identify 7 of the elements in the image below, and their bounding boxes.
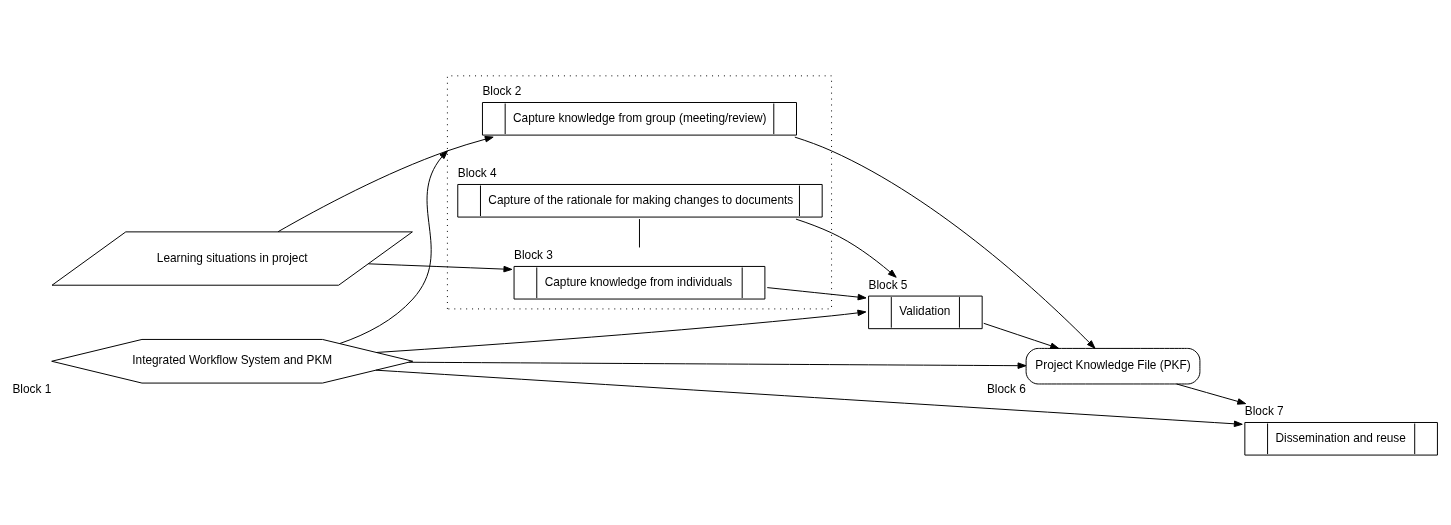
node-label: Block 7 <box>1244 404 1284 419</box>
node-label: Block 5 <box>868 277 908 292</box>
node-label: Block 3 <box>514 248 553 263</box>
node-label: Block 2 <box>482 84 522 99</box>
node-label: Block 1 <box>12 381 52 396</box>
node-label: Block 4 <box>457 166 497 181</box>
node-label: Block 6 <box>986 382 1026 397</box>
